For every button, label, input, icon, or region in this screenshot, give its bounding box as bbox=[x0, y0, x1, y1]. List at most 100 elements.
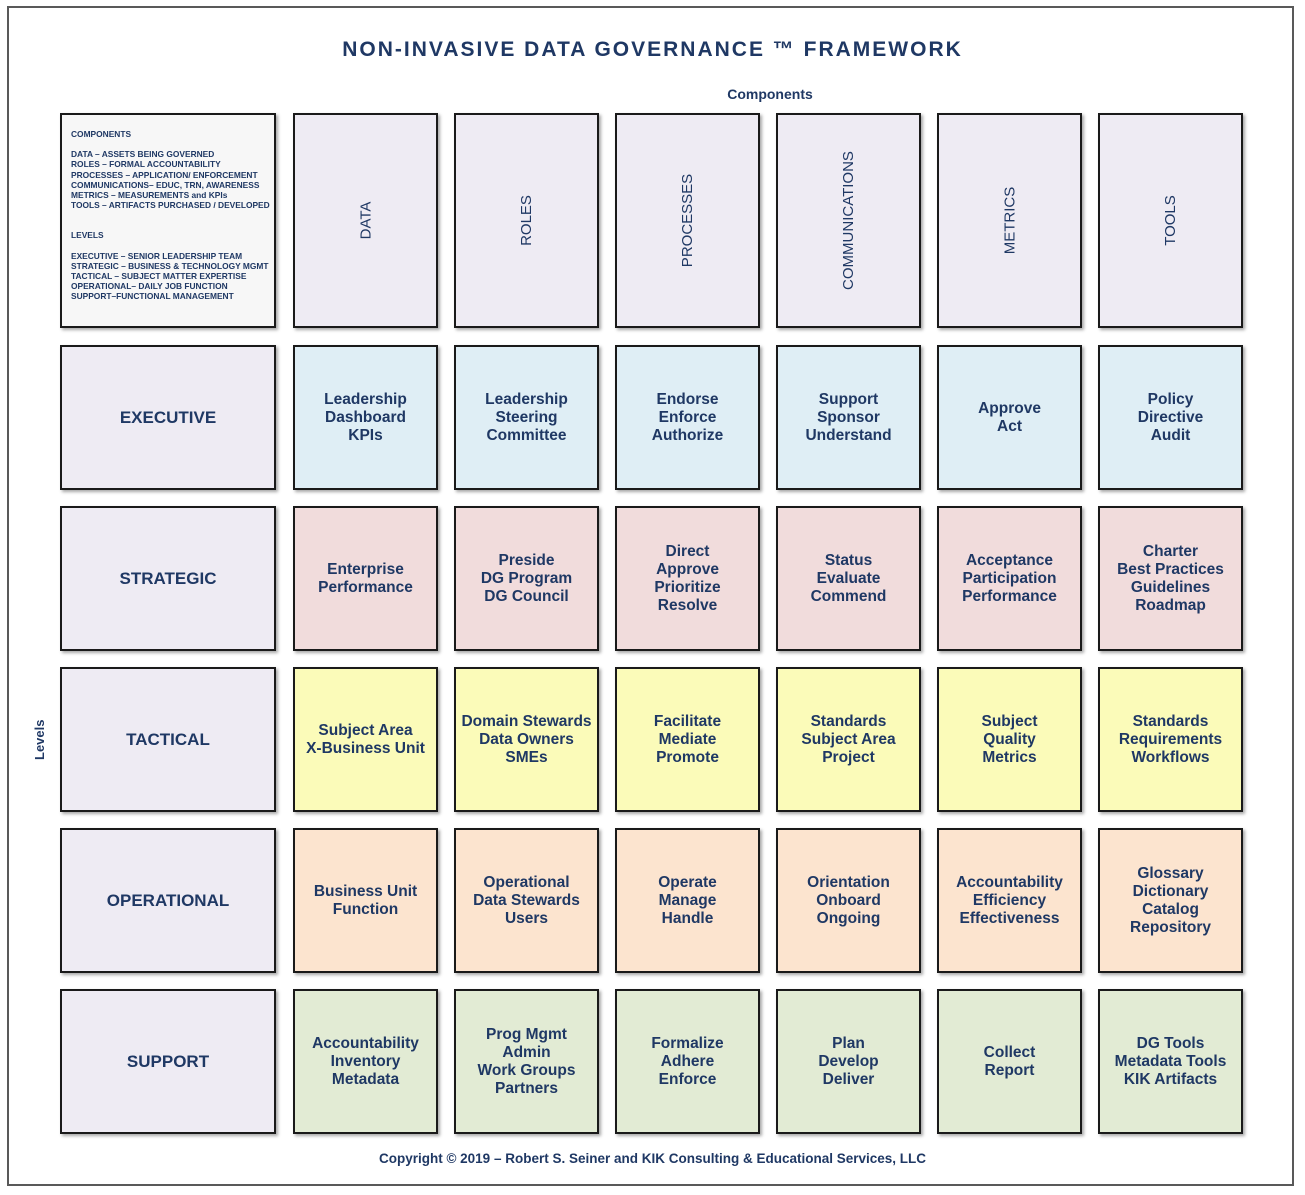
component-header-communications: COMMUNICATIONS bbox=[776, 113, 921, 328]
cell-text-line: SMEs bbox=[505, 748, 548, 766]
legend-component-item: METRICS – MEASUREMENTS and KPIs bbox=[71, 190, 228, 201]
cell-text-line: Partners bbox=[495, 1079, 558, 1097]
legend-component-item: TOOLS – ARTIFACTS PURCHASED / DEVELOPED bbox=[71, 200, 270, 211]
cell-text-line: Collect bbox=[983, 1043, 1036, 1061]
component-header-label: COMMUNICATIONS bbox=[839, 151, 857, 290]
cell-text-line: Policy bbox=[1147, 390, 1194, 408]
diagram-title: NON-INVASIVE DATA GOVERNANCE ™ FRAMEWORK bbox=[342, 38, 963, 61]
cell-text-line: Approve bbox=[978, 399, 1041, 417]
component-header-label: ROLES bbox=[517, 195, 535, 246]
legend-component-item: PROCESSES – APPLICATION/ ENFORCEMENT bbox=[71, 169, 258, 180]
component-header-metrics: METRICS bbox=[937, 113, 1082, 328]
cell-text-line: Repository bbox=[1130, 918, 1211, 936]
component-header-label: DATA bbox=[357, 201, 374, 240]
legend-spacer bbox=[71, 241, 266, 251]
cell-text-line: Formalize bbox=[651, 1034, 724, 1052]
cell-text-line: Enforce bbox=[658, 408, 717, 426]
cell-text-line: Standards bbox=[810, 712, 887, 730]
cell-text-line: DG Program bbox=[480, 569, 573, 587]
component-header-roles: ROLES bbox=[454, 113, 599, 328]
cell-text-line: Report bbox=[984, 1061, 1035, 1079]
cell-text-line: Facilitate bbox=[653, 712, 722, 730]
legend-spacer bbox=[71, 220, 266, 230]
cell-text-line: Enterprise bbox=[327, 560, 404, 578]
cell-text-line: Steering bbox=[495, 408, 558, 426]
cell-text-line: Leadership bbox=[485, 390, 568, 408]
cell-text-line: Sponsor bbox=[817, 408, 880, 426]
component-header-processes: PROCESSES bbox=[615, 113, 760, 328]
cell-text-line: Mediate bbox=[658, 730, 717, 748]
cell-text-line: Prog Mgmt bbox=[486, 1025, 567, 1043]
cell-text-line: Metadata Tools bbox=[1114, 1052, 1227, 1070]
cell-text-line: Subject Area bbox=[318, 721, 413, 739]
cell-text-line: Orientation bbox=[807, 873, 890, 891]
level-header-tactical: TACTICAL bbox=[60, 667, 276, 812]
cell-text-line: Data Stewards bbox=[473, 891, 580, 909]
legend-level-item: EXECUTIVE – SENIOR LEADERSHIP TEAM bbox=[71, 250, 243, 261]
component-header-label: TOOLS bbox=[1161, 195, 1179, 246]
cell-text-line: Workflows bbox=[1131, 748, 1210, 766]
legend-levels-heading: LEVELS bbox=[71, 230, 104, 241]
cell-text-line: Performance bbox=[962, 587, 1057, 605]
cell-text-line: Best Practices bbox=[1117, 560, 1224, 578]
cell-text-line: Plan bbox=[832, 1034, 865, 1052]
cell-text-line: Inventory bbox=[330, 1052, 401, 1070]
cell-text-line: Develop bbox=[818, 1052, 879, 1070]
cell-text-line: Preside bbox=[498, 551, 555, 569]
legend-level-item: STRATEGIC – BUSINESS & TECHNOLOGY MGMT bbox=[71, 260, 269, 271]
cell-text-line: X-Business Unit bbox=[306, 739, 425, 757]
cell-text-line: Data Owners bbox=[479, 730, 574, 748]
cell-text-line: Act bbox=[997, 417, 1022, 435]
cell-text-line: Acceptance bbox=[965, 551, 1053, 569]
cell-text-line: DG Tools bbox=[1136, 1034, 1205, 1052]
cell-text-line: Ongoing bbox=[816, 909, 881, 927]
cell-text-line: Standards bbox=[1132, 712, 1209, 730]
cell-text-line: Participation bbox=[962, 569, 1057, 587]
cell-text-line: Metadata bbox=[331, 1070, 400, 1088]
cell-text-line: Dictionary bbox=[1132, 882, 1209, 900]
legend-component-item: COMMUNICATIONS– EDUC, TRN, AWARENESS bbox=[71, 179, 260, 190]
copyright-notice: Copyright © 2019 – Robert S. Seiner and … bbox=[378, 1151, 927, 1166]
cell-text-line: Metrics bbox=[982, 748, 1037, 766]
cell-text-line: DG Council bbox=[484, 587, 569, 605]
cell-text-line: Direct bbox=[665, 542, 710, 560]
cell-text-line: Endorse bbox=[656, 390, 719, 408]
levels-axis-label: Levels bbox=[32, 719, 47, 760]
component-header-label: PROCESSES bbox=[679, 173, 696, 268]
cell-text-line: Promote bbox=[656, 748, 719, 766]
cell-text-line: Quality bbox=[983, 730, 1036, 748]
cell-text-line: Operational bbox=[483, 873, 570, 891]
legend-components-heading: COMPONENTS bbox=[71, 129, 132, 139]
cell-text-line: Audit bbox=[1150, 426, 1191, 444]
cell-text-line: Status bbox=[824, 551, 873, 569]
cell-text-line: Handle bbox=[661, 909, 714, 927]
cell-text-line: Operate bbox=[658, 873, 717, 891]
cell-text-line: Requirements bbox=[1118, 730, 1223, 748]
cell-text-line: Directive bbox=[1137, 408, 1204, 426]
level-header-executive: EXECUTIVE bbox=[60, 345, 276, 490]
legend-level-item: SUPPORT–FUNCTIONAL MANAGEMENT bbox=[71, 291, 234, 302]
cell-text-line: Understand bbox=[805, 426, 892, 444]
level-header-strategic: STRATEGIC bbox=[60, 506, 276, 651]
cell-text-line: Authorize bbox=[651, 426, 724, 444]
